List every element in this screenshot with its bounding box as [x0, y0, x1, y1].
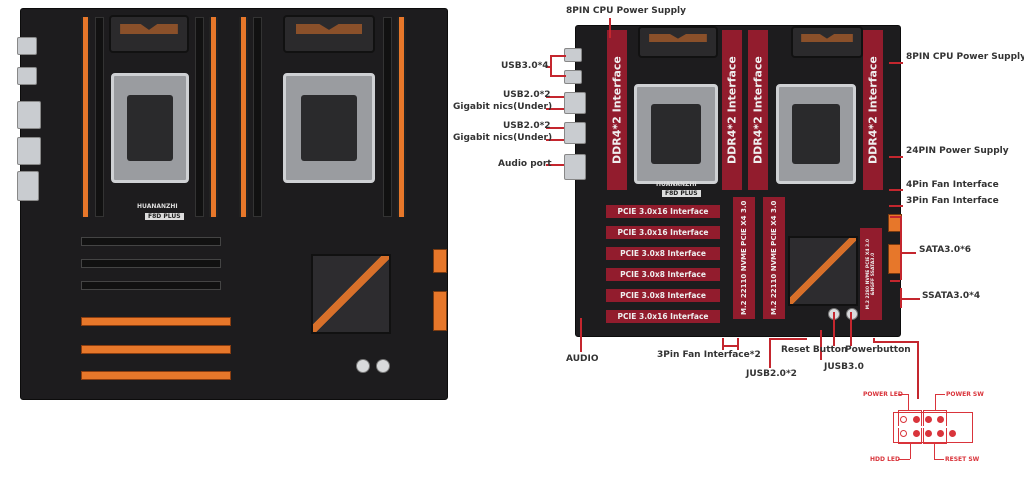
- label-cpu-power-right: 8PIN CPU Power Supply: [906, 52, 1024, 62]
- label-sata: SATA3.0*6: [919, 245, 972, 255]
- cpu-socket: [634, 84, 718, 184]
- ram-slot: [209, 17, 218, 217]
- pcie-slot: [81, 317, 231, 326]
- label-reset-button: Reset Button: [781, 345, 848, 355]
- ram-slot: [239, 17, 248, 217]
- usb-port: [564, 48, 582, 62]
- pcie-slot: [81, 281, 221, 290]
- lan-port: [564, 92, 586, 114]
- front-panel-header: [893, 412, 973, 443]
- m2-slot-label: M.2 22110 NVME PCIE X4 3.0: [733, 197, 755, 319]
- label-ssata: SSATA3.0*4: [922, 291, 981, 301]
- pin: [937, 430, 944, 437]
- chipset-heatsink: [788, 236, 858, 306]
- usb-port: [17, 67, 37, 85]
- ddr-slot-label: DDR4*2 Interface: [722, 30, 742, 190]
- m2-third-slot-label: M.2 2280 NVME PCIE X4 3.0 &NGFF SSATA3.0: [860, 228, 882, 320]
- capacitor: [356, 359, 370, 373]
- pin: [925, 416, 932, 423]
- vrm-heatsink: [109, 15, 189, 53]
- lan-port: [564, 122, 586, 144]
- pcie-slot: [81, 237, 221, 246]
- motherboard-photo-left: HUANANZHI F8D PLUS: [17, 8, 448, 400]
- label-usb20-a: USB2.0*2: [503, 90, 551, 100]
- pcie-slot-label: PCIE 3.0x16 Interface: [606, 310, 720, 323]
- audio-jack: [564, 154, 586, 180]
- pcie-slot-label: PCIE 3.0x8 Interface: [606, 247, 720, 260]
- label-nics-a: Gigabit nics(Under): [453, 102, 553, 112]
- pin: [925, 430, 932, 437]
- label-3pin-fan-x2: 3Pin Fan Interface*2: [657, 350, 761, 360]
- pcie-slot: [81, 259, 221, 268]
- ram-slot: [81, 17, 90, 217]
- pin: [937, 416, 944, 423]
- pcie-slot-label: PCIE 3.0x8 Interface: [606, 268, 720, 281]
- label-jusb30: JUSB3.0: [824, 362, 864, 372]
- pin: [913, 430, 920, 437]
- ram-slot: [195, 17, 204, 217]
- chipset-heatsink: [311, 254, 391, 334]
- brand-logo: HUANANZHI: [137, 203, 178, 210]
- label-cpu-power-top: 8PIN CPU Power Supply: [566, 6, 687, 16]
- model-logo: F8D PLUS: [145, 213, 184, 220]
- pin: [949, 430, 956, 437]
- ddr-slot-label: DDR4*2 Interface: [748, 30, 768, 190]
- label-power-sw: POWER SW: [946, 391, 984, 398]
- label-power-led: POWER LED: [863, 391, 903, 398]
- label-hdd-led: HDD LED: [870, 456, 900, 463]
- label-reset-sw: RESET SW: [945, 456, 980, 463]
- vrm-heatsink: [638, 26, 718, 58]
- ram-slot: [397, 17, 406, 217]
- pcie-slot-label: PCIE 3.0x16 Interface: [606, 205, 720, 218]
- pcie-slot: [81, 345, 231, 354]
- label-power-button: Powerbutton: [845, 345, 911, 355]
- sata-port: [433, 291, 447, 331]
- label-usb20-b: USB2.0*2: [503, 121, 551, 131]
- vrm-heatsink: [791, 26, 863, 58]
- audio-jack: [17, 171, 39, 201]
- ram-slot: [253, 17, 262, 217]
- model-logo: F8D PLUS: [662, 190, 701, 197]
- vrm-heatsink: [283, 15, 375, 53]
- label-usb30: USB3.0*4: [501, 61, 549, 71]
- label-nics-b: Gigabit nics(Under): [453, 133, 553, 143]
- pcie-slot-label: PCIE 3.0x16 Interface: [606, 226, 720, 239]
- ddr-slot-label: DDR4*2 Interface: [863, 30, 883, 190]
- usb-port: [564, 70, 582, 84]
- cpu-socket: [776, 84, 856, 184]
- ddr-slot-label: DDR4*2 Interface: [607, 30, 627, 190]
- power-button: [846, 308, 858, 320]
- lan-port: [17, 137, 41, 165]
- sata-port: [433, 249, 447, 273]
- ram-slot: [383, 17, 392, 217]
- capacitor: [376, 359, 390, 373]
- pin: [913, 416, 920, 423]
- pcie-slot: [81, 371, 231, 380]
- pcie-slot-label: PCIE 3.0x8 Interface: [606, 289, 720, 302]
- brand-logo: HUANANZHI: [656, 181, 697, 188]
- m2-slot-label: M.2 22110 NVME PCIE X4 3.0: [763, 197, 785, 319]
- label-4pin-fan: 4Pin Fan Interface: [906, 180, 999, 190]
- label-jusb20: JUSB2.0*2: [746, 369, 797, 379]
- label-audio: AUDIO: [566, 354, 599, 364]
- usb-port: [17, 37, 37, 55]
- m2-third-line2: &NGFF SSATA3.0: [871, 252, 876, 296]
- lan-port: [17, 101, 41, 129]
- label-audio-port: Audio port: [498, 159, 552, 169]
- ram-slot: [95, 17, 104, 217]
- pin: [900, 430, 907, 437]
- label-24pin-power: 24PIN Power Supply: [906, 146, 1009, 156]
- label-3pin-fan: 3Pin Fan Interface: [906, 196, 999, 206]
- cpu-socket: [283, 73, 375, 183]
- pin: [900, 416, 907, 423]
- cpu-socket: [111, 73, 189, 183]
